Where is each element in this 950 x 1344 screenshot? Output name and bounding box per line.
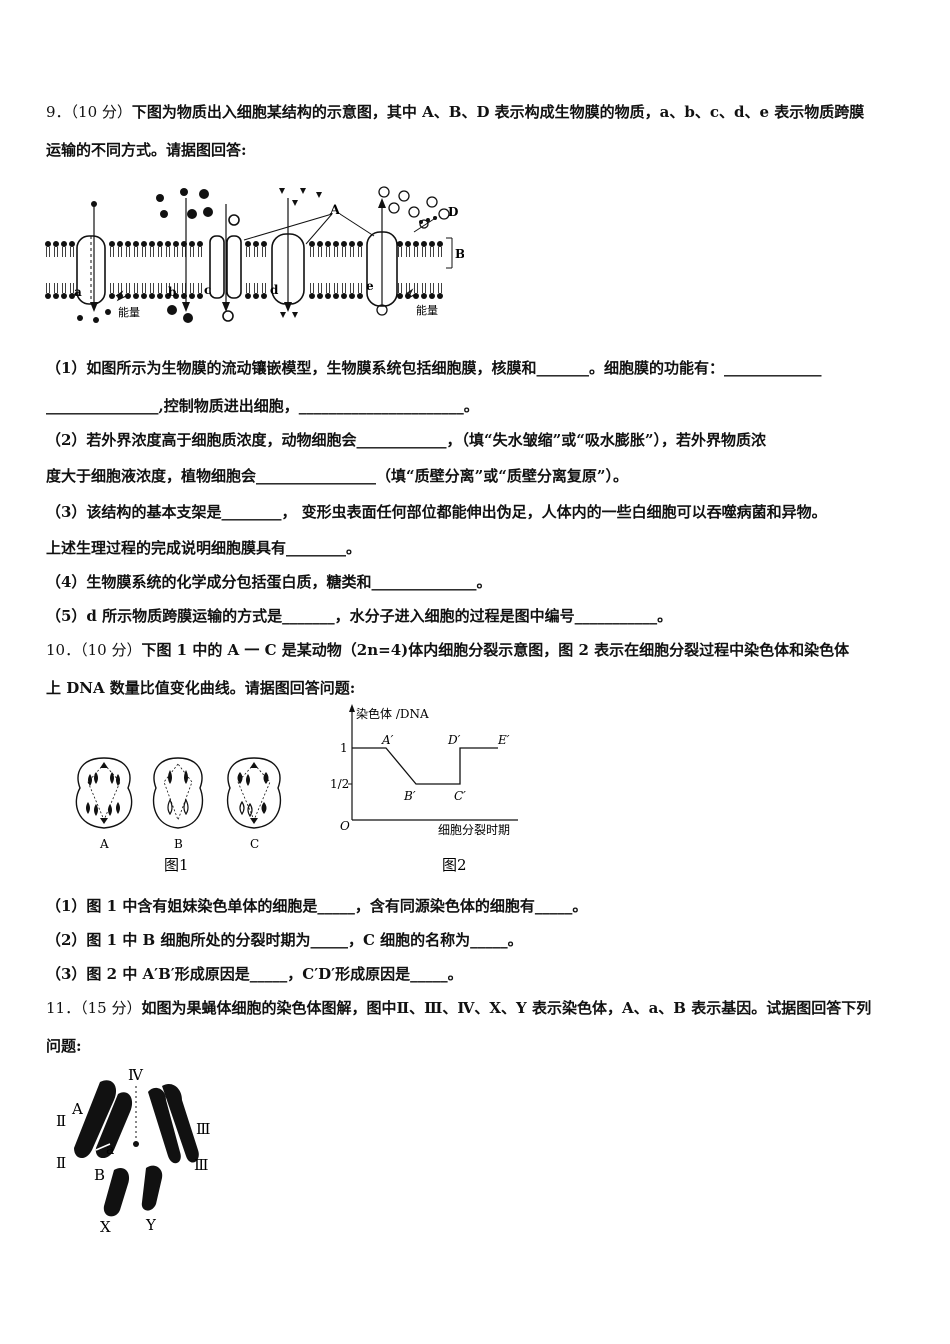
chromosome-II-b [95,1092,133,1159]
fig2-curve [352,747,498,785]
chromosome-II-a [74,1080,117,1159]
label-energy-1: 能量 [118,305,140,319]
cell-B: B [152,757,204,851]
q9-header-line1: 9．（10 分）下图为物质出入细胞某结构的示意图，其中 A、B、D 表示构成生物… [46,102,906,122]
q9-header-line2: 运输的不同方式。请据图回答: [46,141,247,159]
fig2-tick-half: 1/2 [330,777,349,791]
label-II-top: Ⅱ [56,1112,66,1130]
label-II-bottom: Ⅱ [56,1154,66,1172]
q9-sub3-line2: 上述生理过程的完成说明细胞膜具有________。 [46,539,362,557]
fig2-origin: O [340,819,350,833]
phospholipid-bilayer [45,241,443,299]
fig2-ylabel: 染色体 /DNA [356,706,429,721]
q9-sub5: （5）d 所示物质跨膜运输的方式是_______，水分子进入细胞的过程是图中编号… [46,607,673,625]
cell-B-label: B [174,837,183,851]
cell-A-label: A [99,837,109,851]
chromosome-III-b [162,1083,199,1163]
q10-header-text: 下图 1 中的 A 一 C 是某动物（2n=4)体内细胞分裂示意图，图 2 表示… [141,641,850,659]
q11-header-text: 如图为果蝇体细胞的染色体图解，图中Ⅱ、Ⅲ、Ⅳ、X、Y 表示染色体，A、a、B 表… [141,999,872,1017]
chromosome-X [103,1167,130,1217]
cell-C-label: C [250,837,259,851]
label-D: D [448,205,458,219]
fig1-caption: 图1 [164,856,189,874]
fig2-xlabel: 细胞分裂时期 [438,823,510,837]
cell-division-figure-1: A B C 图1 [75,757,282,874]
label-X: X [100,1218,111,1236]
ratio-curve-figure-2: 染色体 /DNA 1 1/2 O A′ B′ C′ D′ E′ 细胞分裂时期 图… [330,704,518,874]
q10-sub3: （3）图 2 中 A′B′形成原因是_____，C′D′形成原因是_____。 [46,965,463,983]
label-energy-2: 能量 [416,303,438,317]
label-c: c [204,283,211,297]
protein-c-right [226,235,242,299]
q9-header-text: 下图为物质出入细胞某结构的示意图，其中 A、B、D 表示构成生物膜的物质，a、b… [131,103,865,121]
label-gene-a: a [106,1142,114,1158]
fig2-point-E: E′ [497,733,510,747]
label-a: a [74,285,82,299]
q10-header-line1: 10．（10 分）下图 1 中的 A 一 C 是某动物（2n=4)体内细胞分裂示… [46,640,906,660]
label-III-top: Ⅲ [196,1120,210,1138]
q11-header-line2: 问题: [46,1037,82,1055]
label-gene-A: A [71,1100,83,1118]
chromosome-III-a [148,1087,181,1164]
label-Y: Y [145,1216,157,1234]
fig2-caption: 图2 [442,856,467,874]
q9-sub1-line1: （1）如图所示为生物膜的流动镶嵌模型，生物膜系统包括细胞膜，核膜和_______… [46,359,822,377]
q9-number: 9．（10 分） [46,103,132,121]
fig2-point-B: B′ [403,789,416,803]
fig2-point-A: A′ [381,733,394,747]
label-gene-B: B [94,1166,105,1184]
q11-header-line1: 11．（15 分）如图为果蝇体细胞的染色体图解，图中Ⅱ、Ⅲ、Ⅳ、X、Y 表示染色… [46,998,906,1018]
chromosome-Y [141,1165,163,1211]
fig2-point-C: C′ [454,789,466,803]
fig2-point-D: D′ [447,733,461,747]
q10-number: 10．（10 分） [46,641,142,659]
q11-number: 11．（15 分） [46,999,142,1017]
label-e: e [366,279,374,293]
cell-A: A [75,757,133,851]
label-b: b [168,285,176,299]
membrane-diagram: A D B a b c d e 能量 能量 [45,186,464,323]
q9-sub3-line1: （3）该结构的基本支架是________， 变形虫表面任何部位都能伸出伪足，人体… [46,503,827,521]
q10-header-line2: 上 DNA 数量比值变化曲线。请据图回答问题: [46,679,356,697]
q9-sub1-line2: _______________,控制物质进出细胞，_______________… [46,397,479,415]
protein-c-left [209,235,225,299]
label-IV: Ⅳ [128,1066,144,1084]
label-B: B [455,247,464,261]
q9-sub2-line1: （2）若外界浓度高于细胞质浓度，动物细胞会____________，（填“失水皱… [46,431,766,449]
label-d: d [270,283,279,297]
q9-sub4: （4）生物膜系统的化学成分包括蛋白质，糖类和______________。 [46,573,492,591]
label-III-bottom: Ⅲ [194,1156,208,1174]
q9-sub2-line2: 度大于细胞液浓度，植物细胞会________________（填“质壁分离”或“… [46,467,629,485]
fruitfly-chromosome-figure: Ⅳ Ⅱ Ⅱ Ⅲ Ⅲ A a B X Y [56,1066,210,1236]
q10-sub2: （2）图 1 中 B 细胞所处的分裂时期为_____，C 细胞的名称为_____… [46,931,523,949]
cell-C: C [226,757,282,851]
q10-sub1: （1）图 1 中含有姐妹染色单体的细胞是_____，含有同源染色体的细胞有___… [46,897,588,915]
label-A: A [329,203,341,218]
fig2-tick-1: 1 [340,741,348,755]
